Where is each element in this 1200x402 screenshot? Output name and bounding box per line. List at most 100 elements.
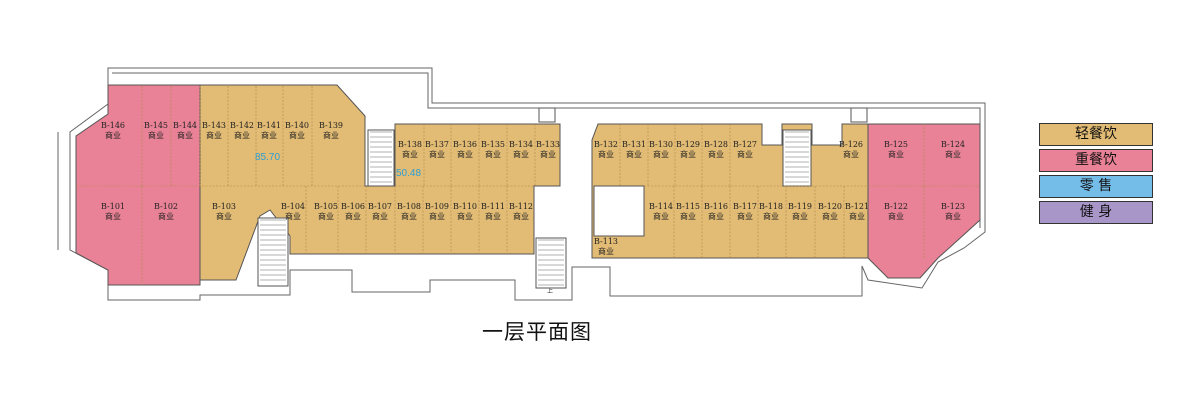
unit-code: B-134	[509, 140, 533, 149]
unit-type: 商业	[105, 130, 121, 140]
unit-type: 商业	[148, 130, 164, 140]
unit-code: B-143	[202, 121, 226, 130]
unit-type: 商业	[792, 211, 808, 221]
unit-type: 商业	[372, 211, 388, 221]
unit-type: 商业	[401, 211, 417, 221]
unit-code: B-142	[230, 121, 254, 130]
unit-type: 商业	[216, 211, 232, 221]
unit-type: 商业	[945, 211, 961, 221]
unit-code: B-145	[144, 121, 168, 130]
unit-type: 商业	[626, 149, 642, 159]
elevator-box-1	[538, 107, 556, 123]
unit-code: B-107	[368, 202, 392, 211]
unit-type: 商业	[402, 149, 418, 159]
unit-code: B-126	[839, 140, 863, 149]
unit-type: 商业	[513, 149, 529, 159]
unit-type: 商业	[457, 149, 473, 159]
unit-code: B-121	[845, 202, 869, 211]
unit-type: 商业	[598, 246, 614, 256]
unit-labels: B-146商业B-145商业B-144商业B-143商业B-142商业B-141…	[101, 121, 965, 256]
unit-type: 商业	[680, 149, 696, 159]
unit-type: 商业	[708, 149, 724, 159]
unit-code: B-128	[704, 140, 728, 149]
unit-code: B-146	[101, 121, 125, 130]
unit-type: 商业	[457, 211, 473, 221]
elevator-void	[593, 185, 645, 237]
unit-code: B-124	[941, 140, 965, 149]
unit-code: B-131	[622, 140, 646, 149]
unit-type: 商业	[234, 130, 250, 140]
unit-type: 商业	[945, 149, 961, 159]
unit-code: B-103	[212, 202, 236, 211]
unit-code: B-138	[398, 140, 422, 149]
unit-code: B-139	[319, 121, 343, 130]
unit-code: B-130	[649, 140, 673, 149]
unit-type: 商业	[763, 211, 779, 221]
unit-type: 商业	[680, 211, 696, 221]
unit-type: 商业	[158, 211, 174, 221]
stair-left-lower	[257, 217, 289, 287]
unit-code: B-112	[509, 202, 533, 211]
unit-code: B-105	[314, 202, 338, 211]
unit-code: B-123	[941, 202, 965, 211]
unit-code: B-122	[884, 202, 908, 211]
unit-type: 商业	[843, 149, 859, 159]
unit-type: 商业	[888, 211, 904, 221]
unit-code: B-115	[676, 202, 700, 211]
legend-heavy-food: 重餐饮	[1039, 149, 1153, 172]
unit-type: 商业	[206, 130, 222, 140]
unit-code: B-133	[536, 140, 560, 149]
unit-type: 商业	[485, 149, 501, 159]
unit-code: B-119	[788, 202, 812, 211]
legend-fitness: 健 身	[1039, 201, 1153, 224]
unit-type: 商业	[822, 211, 838, 221]
zone-heavy-food-left	[75, 84, 201, 286]
unit-type: 商业	[653, 149, 669, 159]
unit-code: B-136	[453, 140, 477, 149]
unit-code: B-104	[281, 202, 305, 211]
unit-code: B-116	[704, 202, 728, 211]
unit-type: 商业	[318, 211, 334, 221]
unit-code: B-102	[154, 202, 178, 211]
unit-type: 商业	[323, 130, 339, 140]
area-label-1: 85.70	[255, 152, 280, 163]
unit-type: 商业	[540, 149, 556, 159]
unit-code: B-117	[733, 202, 757, 211]
unit-type: 商业	[285, 211, 301, 221]
unit-type: 商业	[289, 130, 305, 140]
unit-type: 商业	[429, 211, 445, 221]
stair-center-lower	[535, 237, 567, 289]
unit-code: B-109	[425, 202, 449, 211]
unit-code: B-118	[759, 202, 783, 211]
unit-code: B-137	[425, 140, 449, 149]
stair-up-label: 上	[547, 287, 553, 295]
unit-blocks	[75, 84, 981, 286]
elevator-box-2	[850, 107, 868, 123]
unit-code: B-127	[733, 140, 757, 149]
unit-type: 商业	[849, 211, 865, 221]
unit-code: B-141	[257, 121, 281, 130]
stair-treads	[260, 131, 809, 286]
unit-code: B-140	[285, 121, 309, 130]
page-title: 一层平面图	[482, 320, 592, 344]
partitions	[141, 86, 925, 285]
unit-code: B-101	[101, 202, 125, 211]
unit-code: B-120	[818, 202, 842, 211]
unit-code: B-129	[676, 140, 700, 149]
legend-light-food: 轻餐饮	[1039, 123, 1153, 146]
unit-type: 商业	[485, 211, 501, 221]
unit-type: 商业	[737, 211, 753, 221]
unit-code: B-144	[173, 121, 197, 130]
stair-void-center	[367, 129, 395, 187]
unit-type: 商业	[105, 211, 121, 221]
zone-light-food-left	[199, 84, 561, 281]
unit-type: 商业	[345, 211, 361, 221]
unit-type: 商业	[177, 130, 193, 140]
unit-type: 商业	[513, 211, 529, 221]
unit-type: 商业	[737, 149, 753, 159]
unit-type: 商业	[708, 211, 724, 221]
unit-type: 商业	[598, 149, 614, 159]
unit-code: B-132	[594, 140, 618, 149]
stair-void-right	[782, 129, 812, 187]
